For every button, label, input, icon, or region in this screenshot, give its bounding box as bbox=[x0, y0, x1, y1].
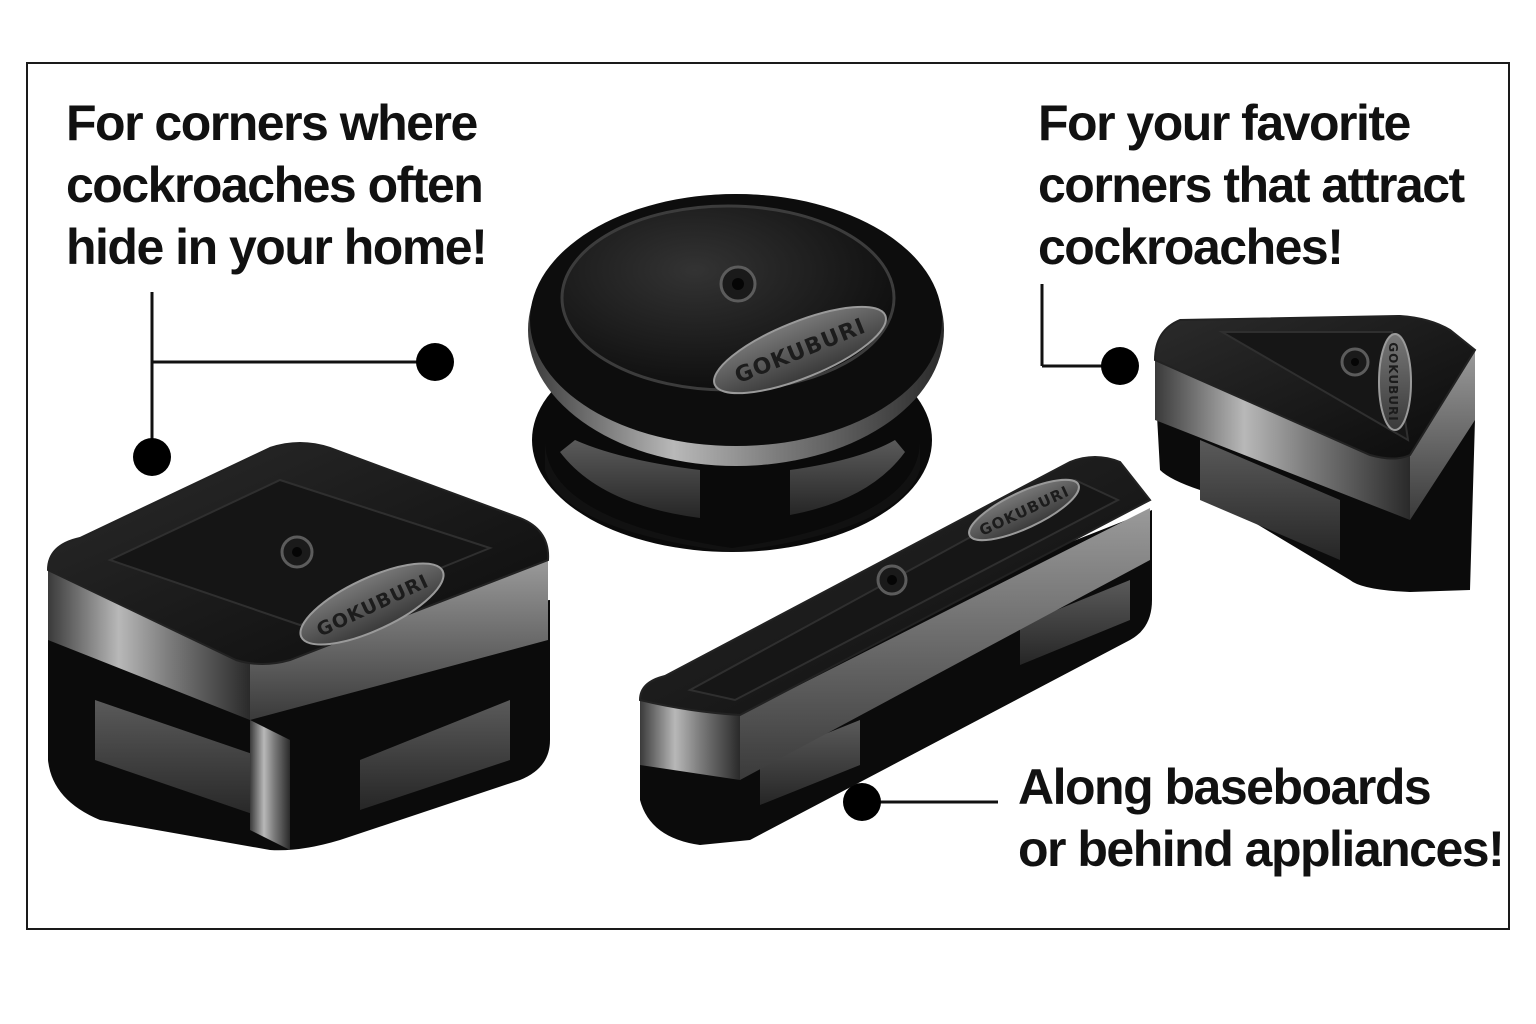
caption-line: cockroaches! bbox=[1038, 219, 1344, 275]
callout-left bbox=[133, 292, 454, 476]
callout-dot bbox=[416, 343, 454, 381]
caption-line: Along baseboards bbox=[1018, 759, 1432, 815]
caption-favorite-corners: For your favorite corners that attract c… bbox=[1038, 92, 1465, 278]
brand-logo: GOKUBURI bbox=[1378, 333, 1412, 431]
caption-line: or behind appliances! bbox=[1018, 821, 1505, 877]
caption-line: For corners where bbox=[66, 95, 478, 151]
caption-line: corners that attract bbox=[1038, 157, 1465, 213]
callout-dot bbox=[1101, 347, 1139, 385]
caption-line: cockroaches often bbox=[66, 157, 484, 213]
callout-dot bbox=[843, 783, 881, 821]
caption-line: For your favorite bbox=[1038, 95, 1411, 151]
svg-text:GOKUBURI: GOKUBURI bbox=[1386, 342, 1400, 421]
callout-bottom bbox=[843, 783, 998, 821]
corner-bait-station: GOKUBURI bbox=[1153, 314, 1477, 592]
caption-line: hide in your home! bbox=[66, 219, 488, 275]
callout-dot bbox=[133, 438, 171, 476]
caption-corners-hide: For corners where cockroaches often hide… bbox=[66, 92, 488, 278]
square-bait-station: GOKUBURI bbox=[46, 442, 550, 851]
round-bait-station: GOKUBURI bbox=[528, 194, 944, 552]
callout-right bbox=[1040, 284, 1139, 385]
caption-baseboards: Along baseboards or behind appliances! bbox=[1018, 756, 1505, 880]
